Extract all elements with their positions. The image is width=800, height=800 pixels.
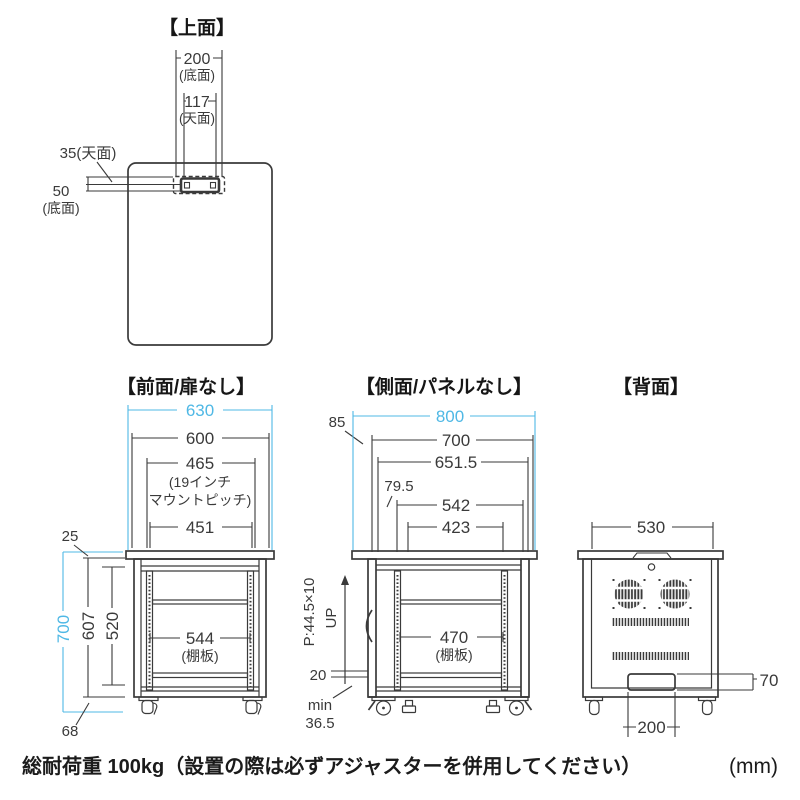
side-view: 【側面/パネルなし】 85 800 700 651.5 79.5 542 423 xyxy=(301,375,538,732)
front-cabinet-outline xyxy=(125,550,275,698)
front-view-title: 【前面/扉なし】 xyxy=(117,375,255,398)
dim-side-pitch: P:44.5×10 xyxy=(301,578,318,647)
shelf-lower xyxy=(151,672,249,679)
vent-row-upper xyxy=(612,618,689,626)
back-view: 【背面】 530 xyxy=(577,375,779,737)
dim-top-50: 50 xyxy=(53,183,70,200)
rear-post xyxy=(520,558,530,698)
dim-back-200: 200 xyxy=(637,718,665,737)
dim-side-up: UP xyxy=(323,608,340,629)
top-view: 【上面】 200 (底面) 117 (天面) 35(天面) 50 (底面) xyxy=(42,16,273,346)
cable-slot-top xyxy=(172,175,226,195)
dim-side-20: 20 xyxy=(310,667,327,684)
top-plate-outline xyxy=(127,162,273,346)
dim-back-70: 70 xyxy=(760,671,779,690)
footer: 総耐荷重 100kg（設置の際は必ずアジャスターを併用してください） (mm) xyxy=(22,754,778,778)
dim-side-800: 800 xyxy=(436,407,464,426)
dim-front-630: 630 xyxy=(186,401,214,420)
back-cabinet-outline xyxy=(577,550,724,698)
dim-top-200-note: (底面) xyxy=(179,68,215,83)
side-caster-front xyxy=(367,696,396,716)
dim-side-79: 79.5 xyxy=(384,478,413,495)
cable-slot-back xyxy=(627,673,676,691)
side-caster-rear xyxy=(504,696,533,716)
shelf-upper xyxy=(151,599,249,605)
side-cabinet-outline xyxy=(351,550,538,698)
vent-row-lower xyxy=(612,652,689,660)
dim-front-465-note2: マウントピッチ) xyxy=(149,492,252,508)
dim-back-530: 530 xyxy=(637,518,665,537)
back-caster-right xyxy=(697,696,717,716)
shelf-upper-side xyxy=(399,599,503,605)
dim-front-68: 68 xyxy=(62,723,79,740)
dim-side-651: 651.5 xyxy=(435,453,478,472)
handle-arc xyxy=(365,609,373,643)
dim-top-200: 200 xyxy=(184,51,211,68)
load-capacity-note: 総耐荷重 100kg（設置の際は必ずアジャスターを併用してください） xyxy=(22,754,641,778)
dim-front-465-note1: (19インチ xyxy=(169,474,231,490)
rack-rail-left xyxy=(145,570,154,691)
dim-side-85: 85 xyxy=(329,414,346,431)
dim-side-470-note: (棚板) xyxy=(435,647,472,663)
dim-front-465: 465 xyxy=(186,454,214,473)
side-adjuster-rear xyxy=(485,699,501,714)
dim-front-25: 25 xyxy=(62,528,79,545)
dim-side-470: 470 xyxy=(440,628,468,647)
back-view-title: 【背面】 xyxy=(613,375,689,398)
dim-side-min: min xyxy=(308,697,332,714)
rack-rail-front xyxy=(393,570,402,691)
dim-front-600: 600 xyxy=(186,429,214,448)
dim-top-35: 35(天面) xyxy=(60,145,117,162)
shelf-lower-side xyxy=(399,672,503,679)
pitch-arrowhead xyxy=(341,575,349,585)
unit-label: (mm) xyxy=(729,755,778,778)
dim-front-700: 700 xyxy=(54,615,73,643)
back-caster-left xyxy=(584,696,604,716)
side-view-title: 【側面/パネルなし】 xyxy=(356,375,532,398)
dim-side-423: 423 xyxy=(442,518,470,537)
dim-top-117-note: (天面) xyxy=(179,111,215,126)
dim-front-607: 607 xyxy=(79,612,98,640)
front-caster-left xyxy=(138,696,159,715)
dim-side-700: 700 xyxy=(442,431,470,450)
front-post xyxy=(367,558,377,698)
dim-side-542: 542 xyxy=(442,496,470,515)
side-adjuster-front xyxy=(401,699,417,714)
dim-side-36: 36.5 xyxy=(305,715,334,732)
front-caster-right xyxy=(242,696,263,715)
rack-rail-right xyxy=(246,570,255,691)
top-view-title: 【上面】 xyxy=(159,16,235,39)
screw-hole xyxy=(647,563,656,571)
fan-grille-right xyxy=(658,579,692,609)
fan-grille-left xyxy=(612,579,646,609)
front-view: 【前面/扉なし】 630 600 465 (19インチ マウントピッチ) 451… xyxy=(54,375,275,740)
dim-front-544-note: (棚板) xyxy=(181,648,218,664)
rack-rail-rear xyxy=(500,570,509,691)
dim-front-544: 544 xyxy=(186,629,214,648)
dim-top-117: 117 xyxy=(184,94,210,111)
dim-top-50-note: (底面) xyxy=(42,200,79,216)
dim-front-520: 520 xyxy=(103,612,122,640)
dim-front-451: 451 xyxy=(186,518,214,537)
